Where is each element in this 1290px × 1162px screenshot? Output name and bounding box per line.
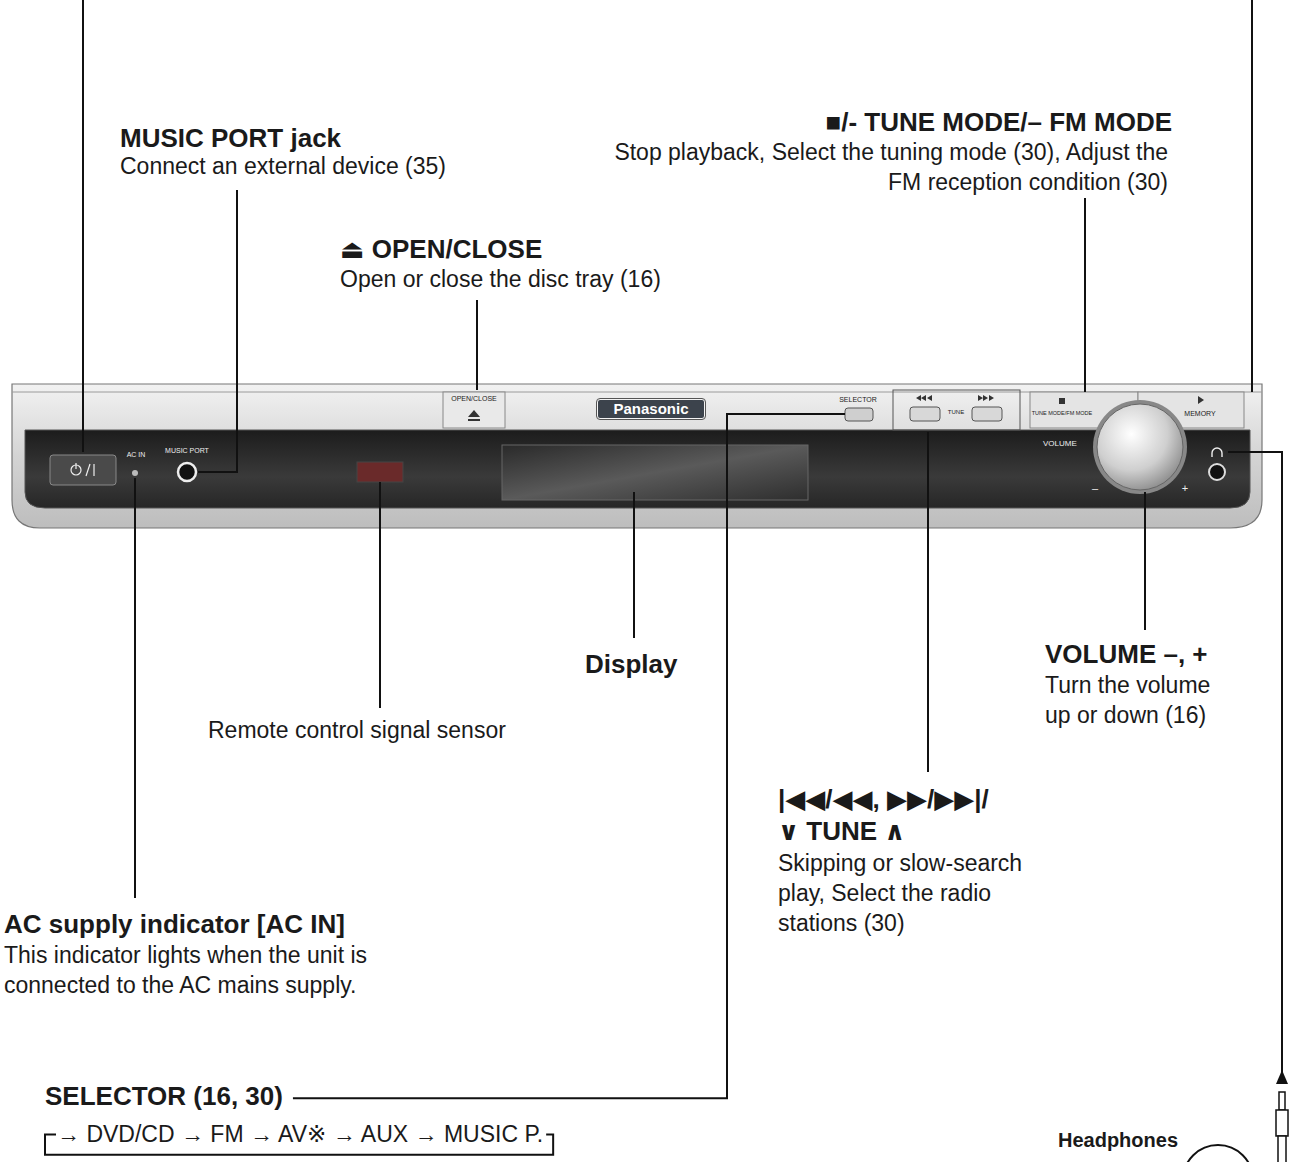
callout-heading: VOLUME –, + xyxy=(1045,638,1208,671)
brand-badge: Panasonic xyxy=(597,399,705,419)
callout-text: Open or close the disc tray (16) xyxy=(340,265,661,294)
panel-marking: MEMORY xyxy=(1184,410,1215,419)
callout-text: Remote control signal sensor xyxy=(208,716,506,745)
leader-line xyxy=(293,414,845,1098)
callout-heading: ∨ TUNE ∧ xyxy=(778,815,905,848)
brand-name: Panasonic xyxy=(613,401,688,417)
callout-text: Stop playback, Select the tuning mode (3… xyxy=(608,137,1168,197)
panel-marking: + xyxy=(1182,482,1188,496)
callout-text: → DVD/CD → FM → AV※ → AUX → MUSIC P. xyxy=(57,1120,543,1149)
panel-marking: TUNE xyxy=(948,409,964,417)
callout-heading: ⏏ OPEN/CLOSE xyxy=(340,233,542,266)
callout-heading: |◀◀/◀◀, ▶▶/▶▶|/ xyxy=(778,783,989,816)
callout-heading: Display xyxy=(585,648,678,681)
callout-text: Connect an external device (35) xyxy=(120,152,446,181)
callout-heading: MUSIC PORT jack xyxy=(120,122,341,155)
panel-marking: – xyxy=(1092,482,1098,496)
callout-text: Turn the volume up or down (16) xyxy=(1045,670,1227,730)
panel-marking: MUSIC PORT xyxy=(165,447,209,456)
callout-text: Skipping or slow-search play, Select the… xyxy=(778,848,1053,938)
panel-marking: AC IN xyxy=(127,451,146,460)
callout-heading: AC supply indicator [AC IN] xyxy=(4,908,345,941)
callout-text: This indicator lights when the unit is c… xyxy=(4,940,402,1000)
panel-marking: TUNE MODE/FM MODE xyxy=(1032,410,1093,417)
callout-heading: SELECTOR (16, 30) xyxy=(45,1080,283,1113)
panel-marking: VOLUME xyxy=(1043,439,1077,449)
panel-marking: OPEN/CLOSE xyxy=(451,395,497,404)
callout-heading: ■/- TUNE MODE/– FM MODE xyxy=(826,106,1172,139)
panel-marking: SELECTOR xyxy=(839,396,877,405)
callout-heading: Headphones xyxy=(1058,1128,1178,1153)
